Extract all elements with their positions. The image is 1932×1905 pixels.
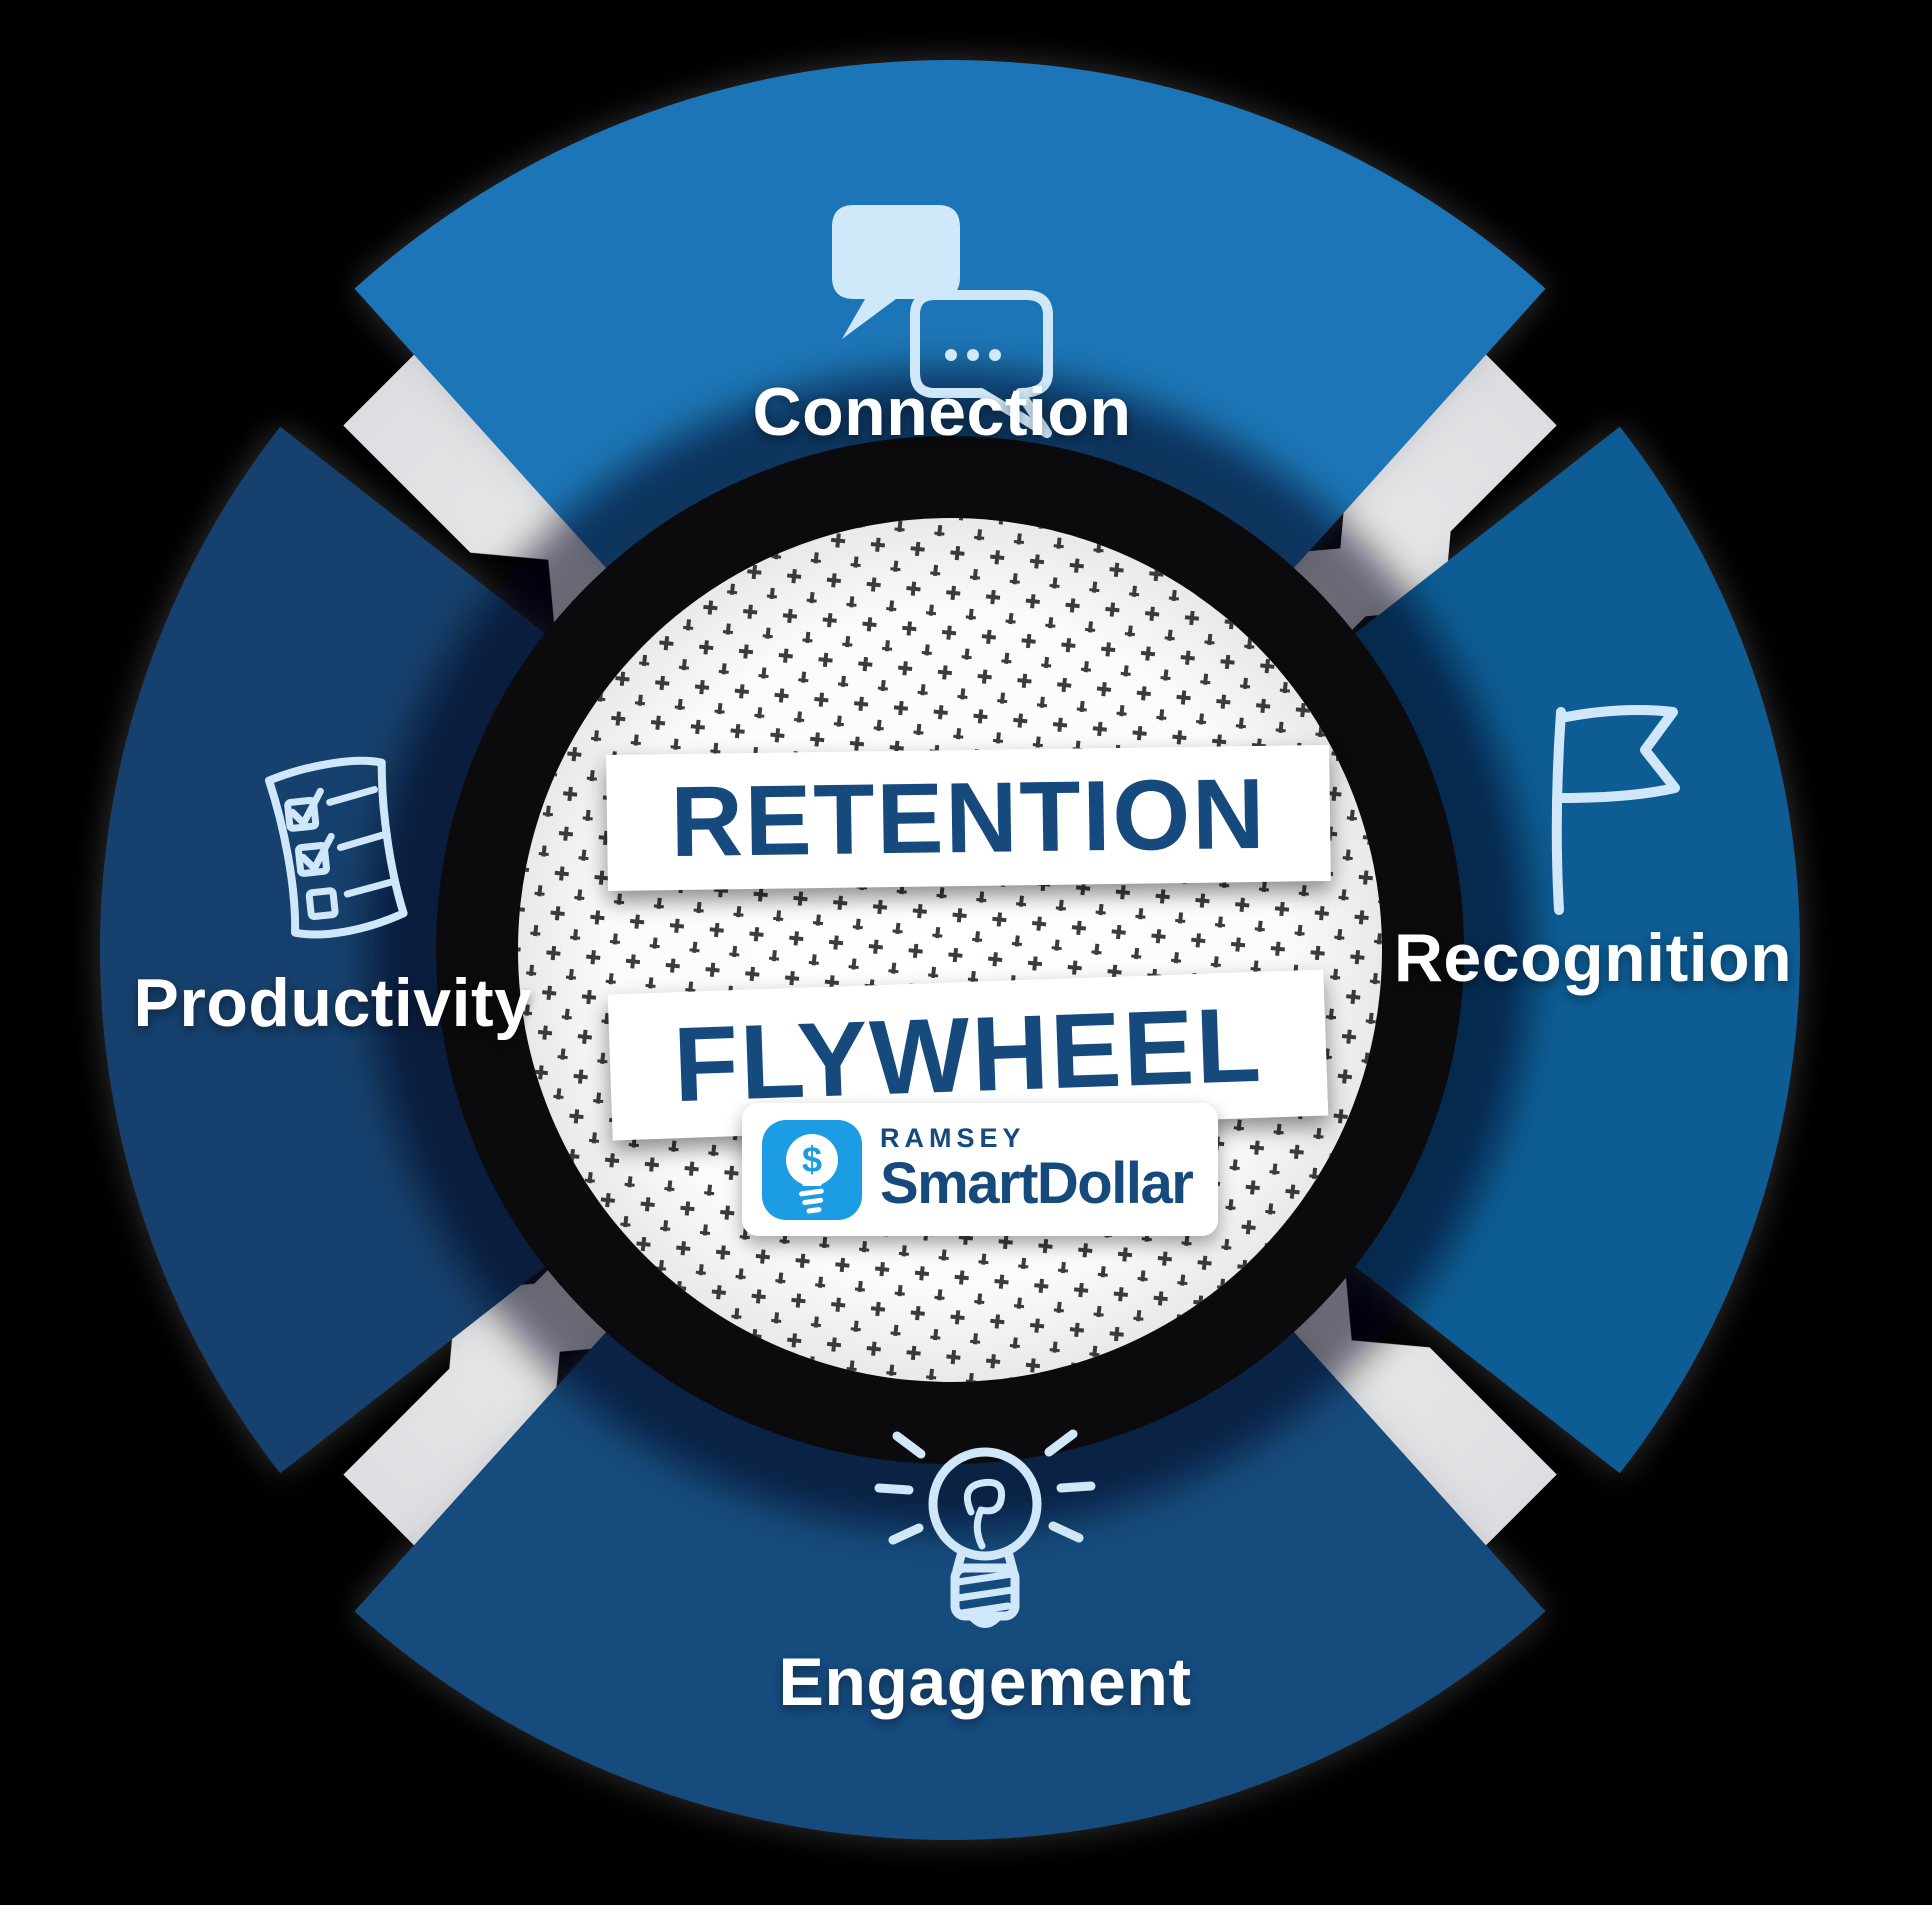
brand-name: SmartDollar (880, 1150, 1194, 1216)
brand-logo-card: $ RAMSEY SmartDollar (742, 1103, 1218, 1236)
banner-retention: RETENTION (606, 744, 1331, 892)
brand-kicker: RAMSEY (880, 1122, 1026, 1153)
segment-label-engagement: Engagement (778, 1644, 1192, 1720)
flag-icon (1551, 705, 1680, 915)
brand-wordmark: RAMSEY SmartDollar (880, 1122, 1194, 1216)
segment-label-productivity: Productivity (133, 965, 533, 1041)
halftone-texture (518, 518, 1382, 1382)
smartdollar-bulb-icon: $ (762, 1119, 862, 1220)
segment-label-connection: Connection (752, 374, 1132, 450)
speech-bubbles-icon (832, 205, 1053, 438)
banner-retention-text: RETENTION (669, 757, 1268, 878)
checklist-icon (265, 756, 408, 939)
segment-label-recognition: Recognition (1393, 920, 1793, 996)
dollar-symbol: $ (802, 1139, 822, 1180)
lightbulb-icon (874, 1429, 1096, 1628)
center-ring (436, 436, 1464, 1464)
